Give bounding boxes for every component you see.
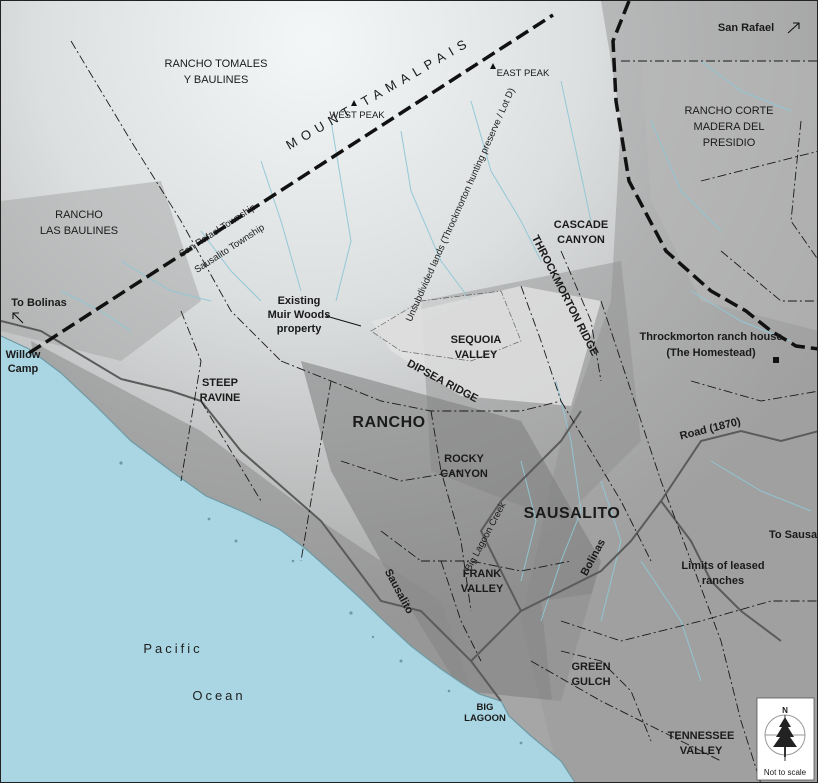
peak-triangle-icon bbox=[490, 63, 496, 69]
ranch-house-square-icon bbox=[773, 357, 779, 363]
label-big-lagoon-2: LAGOON bbox=[464, 713, 506, 724]
label-san-rafael: San Rafael bbox=[718, 22, 774, 34]
label-steep-ravine-2: RAVINE bbox=[200, 392, 241, 404]
label-cascade-canyon-1: CASCADE bbox=[554, 219, 608, 231]
label-sausalito-big: SAUSALITO bbox=[524, 505, 621, 522]
label-west-peak: WEST PEAK bbox=[329, 110, 385, 121]
label-frank-valley-1: FRANK bbox=[463, 568, 502, 580]
label-pacific: Pacific bbox=[143, 641, 202, 656]
label-willow-camp-1: Willow bbox=[6, 349, 41, 361]
label-rancho-corte-madera-1: RANCHO CORTE bbox=[684, 105, 773, 117]
terrain-shade-east-ridge bbox=[641, 61, 817, 331]
arrow-northeast-icon bbox=[787, 22, 800, 34]
label-big-lagoon-1: BIG bbox=[477, 702, 494, 713]
terrain-shade-center bbox=[301, 361, 601, 701]
roads bbox=[1, 320, 817, 702]
label-rancho-las-baulines-2: LAS BAULINES bbox=[40, 225, 118, 237]
label-rancho-tomales-2: Y BAULINES bbox=[184, 74, 249, 86]
terrain-shade-west bbox=[1, 181, 201, 361]
existing-muir-woods-parcel bbox=[370, 290, 522, 362]
label-sequoia-valley-2: VALLEY bbox=[455, 349, 498, 361]
label-frank-valley-2: VALLEY bbox=[461, 583, 504, 595]
label-throckmorton-ranch-house-2: (The Homestead) bbox=[666, 347, 756, 359]
label-green-gulch-2: GULCH bbox=[571, 676, 610, 688]
creeks bbox=[60, 60, 812, 682]
label-rancho-las-baulines-1: RANCHO bbox=[55, 209, 103, 221]
rancho-corte-madera-boundary bbox=[611, 1, 817, 351]
label-tennessee-valley-2: VALLEY bbox=[680, 745, 723, 757]
north-arrow-tree-icon bbox=[764, 714, 806, 761]
label-sequoia-valley-1: SEQUOIA bbox=[451, 334, 502, 346]
label-rancho-tomales-1: RANCHO TOMALES bbox=[165, 58, 268, 70]
label-green-gulch-1: GREEN bbox=[571, 661, 610, 673]
label-limits-leased-2: ranches bbox=[702, 575, 744, 587]
peak-triangle-icon bbox=[351, 100, 357, 106]
ranch-boundaries bbox=[70, 40, 817, 782]
label-throckmorton-ranch-house-1: Throckmorton ranch house bbox=[639, 331, 782, 343]
label-east-peak: EAST PEAK bbox=[497, 68, 550, 79]
label-cascade-canyon-2: CANYON bbox=[557, 234, 605, 246]
arrow-northwest-icon bbox=[12, 312, 24, 324]
muir-woods-leader-line bbox=[325, 315, 362, 327]
pacific-ocean bbox=[1, 336, 575, 782]
label-existing-muir-woods-3: property bbox=[277, 323, 323, 335]
township-boundary-line bbox=[28, 13, 554, 355]
north-arrow-box: N Not to scale bbox=[756, 697, 815, 781]
label-limits-leased-1: Limits of leased bbox=[681, 560, 764, 572]
compass-n-label: N bbox=[782, 706, 788, 715]
label-to-bolinas: To Bolinas bbox=[11, 297, 66, 309]
label-ocean: Ocean bbox=[192, 688, 245, 703]
label-rocky-canyon-1: ROCKY bbox=[444, 453, 484, 465]
label-willow-camp-2: Camp bbox=[8, 363, 39, 375]
label-not-to-scale: Not to scale bbox=[764, 768, 807, 777]
label-existing-muir-woods-2: Muir Woods bbox=[268, 309, 331, 321]
label-tennessee-valley-1: TENNESSEE bbox=[668, 730, 735, 742]
label-rancho-corte-madera-3: PRESIDIO bbox=[703, 137, 756, 149]
label-existing-muir-woods-1: Existing bbox=[278, 295, 321, 307]
label-rocky-canyon-2: CANYON bbox=[440, 468, 488, 480]
label-rancho-corte-madera-2: MADERA DEL bbox=[694, 121, 765, 133]
label-to-sausalito: To Sausalito bbox=[769, 529, 818, 541]
coastline bbox=[1, 335, 576, 782]
label-steep-ravine-1: STEEP bbox=[202, 377, 238, 389]
label-rancho: RANCHO bbox=[352, 414, 425, 431]
offshore-rocks bbox=[119, 461, 523, 745]
